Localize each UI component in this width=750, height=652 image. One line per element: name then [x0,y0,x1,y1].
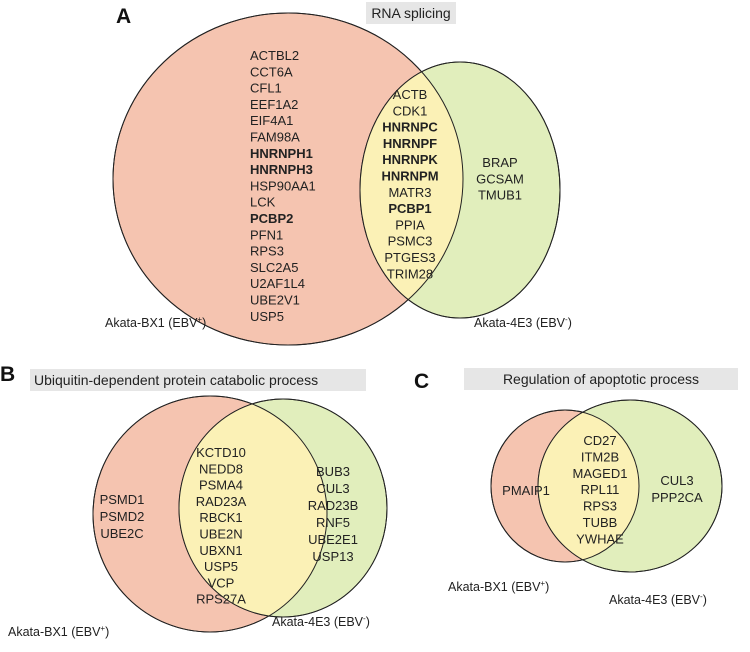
gene-label: BUB3 [316,464,350,479]
gene-label: UBE2N [199,527,242,542]
panel-b-title-background [30,369,366,391]
panel-c-overlap-region [538,410,639,562]
panel-b-ebv-positive-label: Akata-BX1 (EBV+) [8,624,109,639]
gene-label: TMUB1 [478,188,522,203]
gene-label: SLC2A5 [250,260,298,275]
panel-b: B Ubiquitin-dependent protein catabolic … [0,363,388,639]
gene-label: HNRNPH3 [250,162,313,177]
gene-label: CCT6A [250,64,293,79]
gene-label: EEF1A2 [250,97,298,112]
gene-label: HNRNPH1 [250,146,313,161]
gene-label: EIF4A1 [250,113,293,128]
gene-label: PFN1 [250,227,283,242]
gene-label: PSMD2 [100,509,145,524]
gene-label: BRAP [482,155,517,170]
gene-label: USP5 [250,309,284,324]
gene-label: MAGED1 [573,466,628,481]
gene-label: PCBP2 [250,211,293,226]
gene-label: HNRNPM [381,169,438,184]
panel-c-ebv-negative-label: Akata-4E3 (EBV-) [609,592,707,607]
gene-label: PSMA4 [199,478,243,493]
gene-label: TUBB [583,515,618,530]
gene-label: GCSAM [476,171,524,186]
gene-label: CDK1 [393,103,428,118]
gene-label: RPS3 [583,499,617,514]
gene-label: YWHAE [576,531,624,546]
gene-label: RBCK1 [199,510,242,525]
panel-c-ebv-positive-label: Akata-BX1 (EBV+) [448,579,549,594]
gene-label: KCTD10 [196,445,246,460]
panel-c: C Regulation of apoptotic process PMAIP1… [414,368,738,607]
gene-label: UBE2V1 [250,293,300,308]
panel-c-title-background [464,368,738,390]
gene-label: RNF5 [316,515,350,530]
gene-label: RPL11 [581,482,620,497]
panel-b-overlap-region [179,399,327,617]
gene-label: RAD23B [308,498,359,513]
gene-label: ACTB [393,87,428,102]
gene-label: RPS27A [196,592,246,607]
gene-label: U2AF1L4 [250,276,305,291]
panel-c-letter: C [414,370,429,393]
gene-label: HNRNPK [382,152,438,167]
panel-b-letter: B [0,363,15,386]
panel-a-ebv-negative-label: Akata-4E3 (EBV-) [474,315,572,330]
panel-a-title-background [366,2,456,24]
gene-label: HNRNPC [382,120,438,135]
gene-label: MATR3 [388,185,431,200]
gene-label: NEDD8 [199,461,243,476]
gene-label: PSMD1 [100,492,145,507]
panel-a-ebv-positive-label: Akata-BX1 (EBV+) [105,315,206,330]
panel-a-letter: A [116,5,131,28]
gene-label: CD27 [583,433,616,448]
gene-label: UBE2E1 [308,532,358,547]
gene-label: HNRNPF [383,136,437,151]
gene-label: UBE2C [100,526,143,541]
gene-label: UBXN1 [199,543,242,558]
gene-label: RAD23A [196,494,247,509]
panel-b-ebv-negative-label: Akata-4E3 (EBV-) [272,614,370,629]
gene-label: ITM2B [581,449,619,464]
panel-a-title: RNA splicing [371,5,450,21]
panel-b-overlap-gene-list: KCTD10NEDD8PSMA4RAD23ARBCK1UBE2NUBXN1USP… [196,445,247,607]
gene-label: PSMC3 [388,234,433,249]
gene-label: PMAIP1 [502,483,550,498]
panel-c-left-gene-list: PMAIP1 [502,483,550,498]
gene-label: CFL1 [250,81,282,96]
gene-label: CUL3 [316,481,349,496]
gene-label: ACTBL2 [250,48,299,63]
panel-c-title: Regulation of apoptotic process [503,371,699,387]
gene-label: USP13 [312,549,353,564]
gene-label: PPP2CA [651,490,703,505]
gene-label: VCP [208,575,235,590]
panel-b-title: Ubiquitin-dependent protein catabolic pr… [34,372,318,388]
gene-label: CUL3 [660,473,693,488]
gene-label: TRIM28 [387,266,433,281]
gene-label: PCBP1 [388,201,431,216]
gene-label: RPS3 [250,244,284,259]
gene-label: LCK [250,195,276,210]
gene-label: FAM98A [250,130,300,145]
gene-label: PTGES3 [384,250,435,265]
gene-label: USP5 [204,559,238,574]
gene-label: PPIA [395,217,425,232]
gene-label: HSP90AA1 [250,178,316,193]
